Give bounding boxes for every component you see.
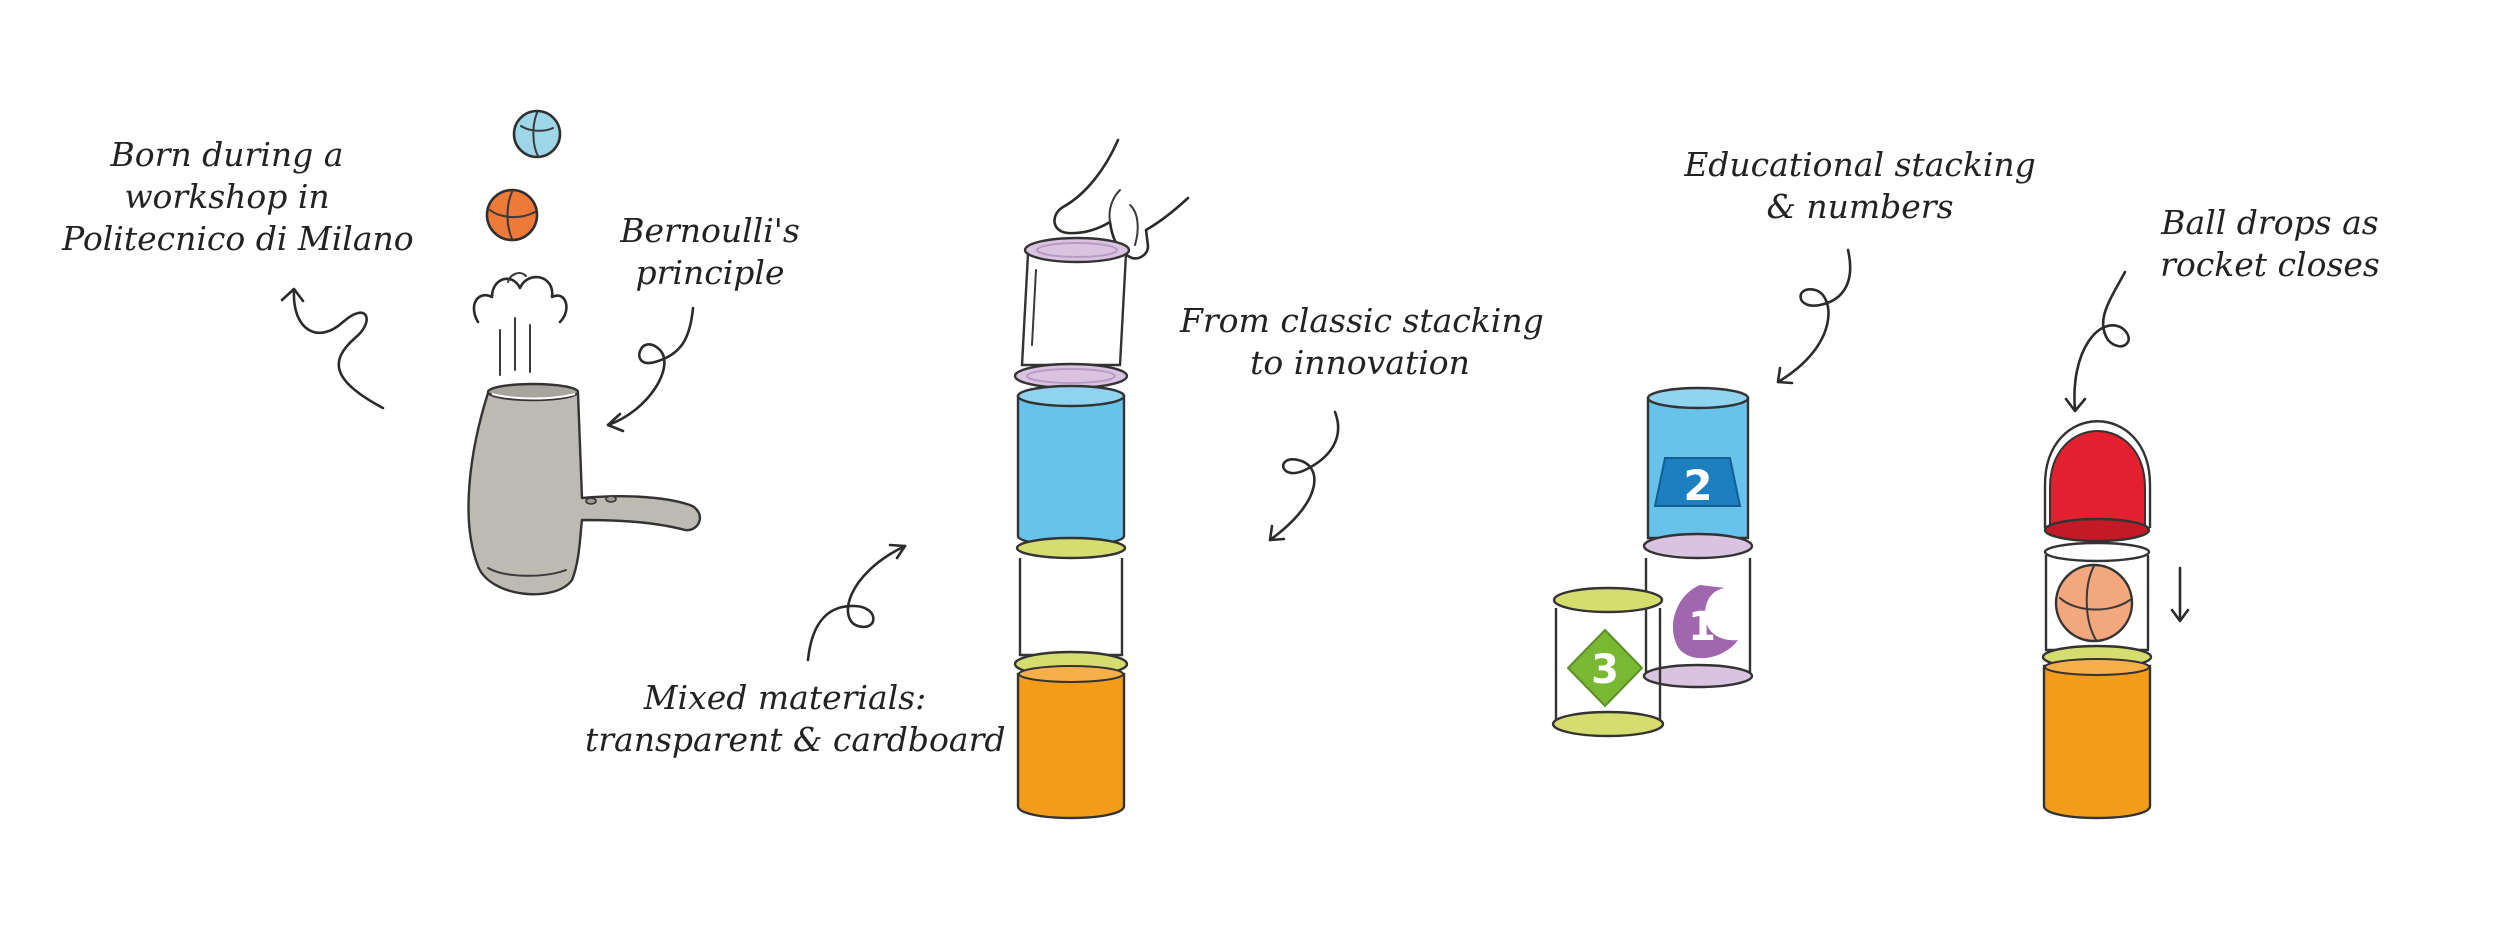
hand-icon: [1053, 138, 1190, 260]
badge-one-icon: [1672, 585, 1738, 659]
note-line: Born during a: [110, 135, 344, 174]
number-three: 3: [1591, 647, 1619, 693]
classic-stack: [1013, 138, 1190, 820]
hair-dryer-icon: [467, 382, 702, 596]
lime-ring-number-top: [1552, 586, 1664, 614]
note-line: Bernoulli's: [620, 211, 800, 250]
lilac-ring-bottom: [1013, 362, 1129, 390]
blue-ball-icon: [512, 109, 562, 159]
note-line: workshop in: [124, 177, 330, 216]
note-born-in-politecnico: Born during a workshop in Politecnico di…: [62, 134, 414, 260]
lilac-ring-number: [1642, 532, 1754, 560]
note-line: transparent & cardboard: [585, 720, 1006, 759]
note-line: Politecnico di Milano: [62, 219, 414, 258]
clear-jar: [1018, 558, 1124, 657]
arrow-educational: [1776, 248, 1852, 385]
note-classic-stacking: From classic stacking to innovation: [1180, 300, 1544, 384]
number-two: 2: [1683, 461, 1712, 510]
blue-jar: [1016, 394, 1126, 547]
note-line: principle: [635, 253, 785, 292]
note-line: rocket closes: [2160, 245, 2380, 284]
lilac-ring-top: [1023, 236, 1131, 264]
badge-two-icon: [1653, 457, 1742, 507]
note-line: & numbers: [1766, 187, 1954, 226]
rocket-orange-jar: [2042, 664, 2152, 820]
numbers-stack: 2 1 3: [1551, 386, 1754, 738]
note-bernoulli-principle: Bernoulli's principle: [600, 210, 820, 294]
note-line: Mixed materials:: [643, 678, 927, 717]
air-puff-icon: [472, 272, 568, 376]
lime-ring: [1015, 536, 1127, 560]
note-line: to innovation: [1250, 343, 1470, 382]
arrow-mixed: [806, 543, 907, 662]
orange-jar: [1016, 672, 1126, 820]
badge-three-icon: [1566, 628, 1644, 708]
rocket-stack: [2041, 420, 2190, 820]
note-ball-drops: Ball drops as rocket closes: [2140, 202, 2400, 286]
transparent-jar: [1020, 253, 1128, 367]
red-rocket-cap: [2049, 430, 2146, 529]
arrow-ball-drops: [2064, 270, 2130, 413]
note-line: Educational stacking: [1684, 145, 2036, 184]
arrow-born: [280, 287, 385, 410]
note-educational-stacking: Educational stacking & numbers: [1680, 144, 2040, 228]
number-one: 1: [1688, 604, 1716, 650]
arrow-classic: [1268, 410, 1340, 542]
note-mixed-materials: Mixed materials: transparent & cardboard: [585, 677, 1006, 761]
bernoulli-demo: [467, 109, 702, 596]
note-line: Ball drops as: [2161, 203, 2379, 242]
note-line: From classic stacking: [1180, 301, 1544, 340]
arrow-bernoulli: [606, 306, 695, 433]
